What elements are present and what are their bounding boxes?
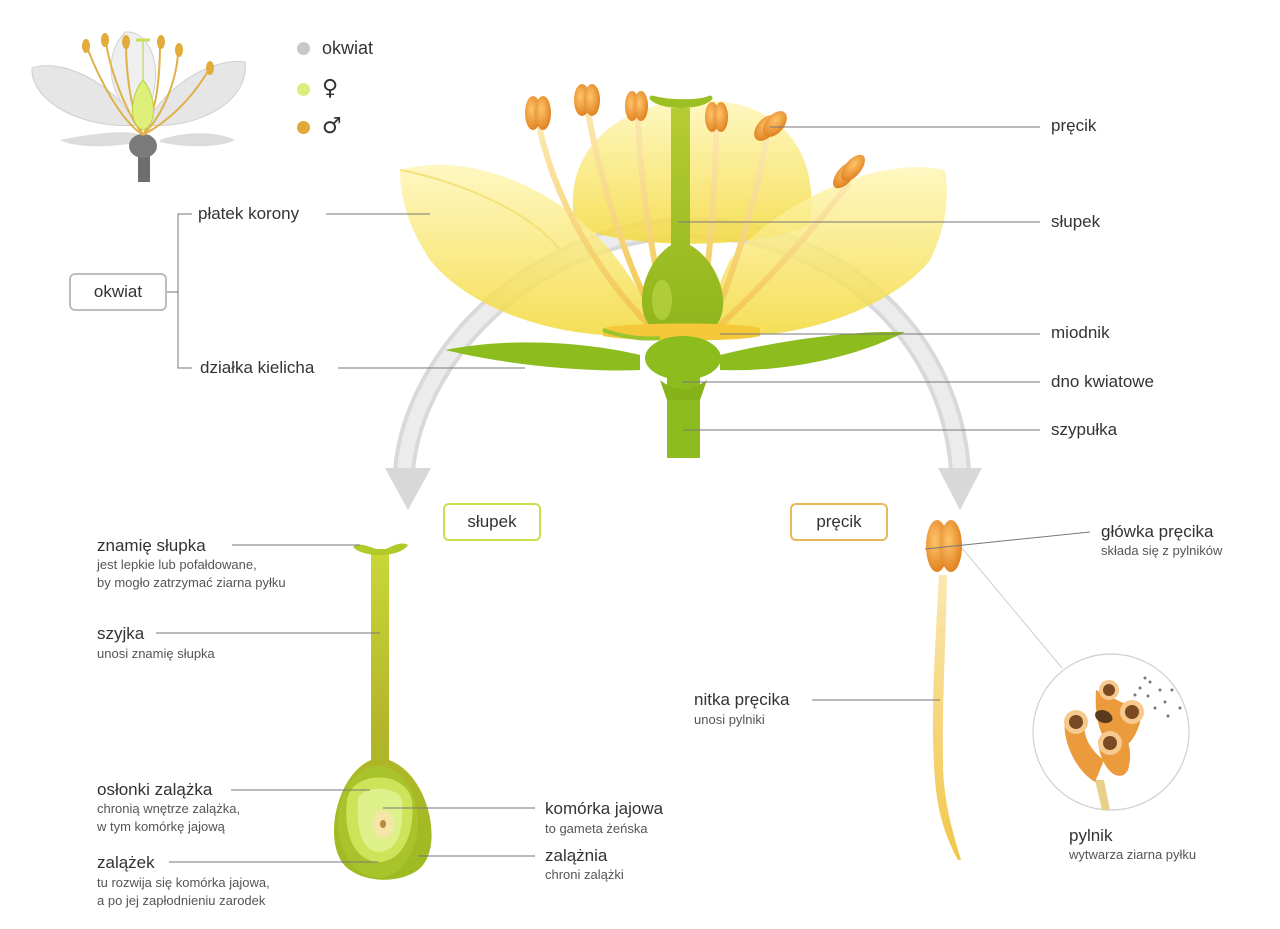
male-symbol-icon: ♂ xyxy=(322,114,342,139)
thumbnail-flower xyxy=(31,31,246,182)
label-glowka-precika: główka pręcika xyxy=(1101,522,1214,541)
okwiat-group-label: okwiat xyxy=(93,282,143,301)
label-komorka-jajowa: komórka jajowa xyxy=(545,799,664,818)
legend-item-female: ♀ xyxy=(297,78,338,100)
pistil-section-box: słupek xyxy=(443,503,541,541)
pistil-detail xyxy=(333,543,432,880)
label-zalaznia: zalążnia xyxy=(545,846,608,865)
legend-item-okwiat: okwiat xyxy=(297,38,373,59)
label-zalazek: zalążek xyxy=(97,853,155,872)
desc-szyjka: unosi znamię słupka xyxy=(97,646,215,661)
desc-nitka-precika: unosi pylniki xyxy=(694,712,765,727)
label-nitka-precika: nitka pręcika xyxy=(694,690,790,709)
desc-znamie-2: by mogło zatrzymać ziarna pyłku xyxy=(97,575,286,590)
stamen-section-title: pręcik xyxy=(816,512,862,531)
desc-znamie-1: jest lepkie lub pofałdowane, xyxy=(97,557,257,572)
desc-zalaznia: chroni zalążki xyxy=(545,867,624,882)
main-flower xyxy=(399,84,947,458)
desc-oslonki-1: chronią wnętrze zalążka, xyxy=(97,801,241,816)
legend-item-male: ♂ xyxy=(297,116,342,138)
label-miodnik: miodnik xyxy=(1051,323,1110,342)
desc-glowka-precika: składa się z pylników xyxy=(1101,543,1223,558)
pistil-section-title: słupek xyxy=(467,512,517,531)
desc-oslonki-2: w tym komórkę jajową xyxy=(97,819,225,834)
stamen-detail xyxy=(926,520,1190,860)
legend-label-okwiat: okwiat xyxy=(322,38,374,58)
leader-lines xyxy=(156,126,1091,863)
okwiat-group-box: okwiat xyxy=(69,273,167,311)
label-dno-kwiatowe: dno kwiatowe xyxy=(1051,372,1155,391)
orange-dot-icon xyxy=(297,120,310,134)
stamen-section-box: pręcik xyxy=(790,503,888,541)
gray-dot-icon xyxy=(297,42,310,55)
desc-pylnik: wytwarza ziarna pyłku xyxy=(1069,847,1197,862)
label-platek-korony: płatek korony xyxy=(198,204,300,223)
label-znamie: znamię słupka xyxy=(97,536,206,555)
label-szyjka: szyjka xyxy=(97,624,145,643)
label-pylnik: pylnik xyxy=(1069,826,1113,845)
label-dzialka-kielicha: działka kielicha xyxy=(200,358,315,377)
label-slupek: słupek xyxy=(1051,212,1101,231)
label-precik: pręcik xyxy=(1051,116,1097,135)
label-szypulka: szypułka xyxy=(1051,420,1118,439)
desc-zalazek-1: tu rozwija się komórka jajowa, xyxy=(97,875,270,890)
light-green-dot-icon xyxy=(297,82,310,96)
desc-komorka-jajowa: to gameta żeńska xyxy=(545,821,648,836)
female-symbol-icon: ♀ xyxy=(322,76,339,101)
desc-zalazek-2: a po jej zapłodnieniu zarodek xyxy=(97,893,266,908)
label-oslonki: osłonki zalążka xyxy=(97,780,213,799)
